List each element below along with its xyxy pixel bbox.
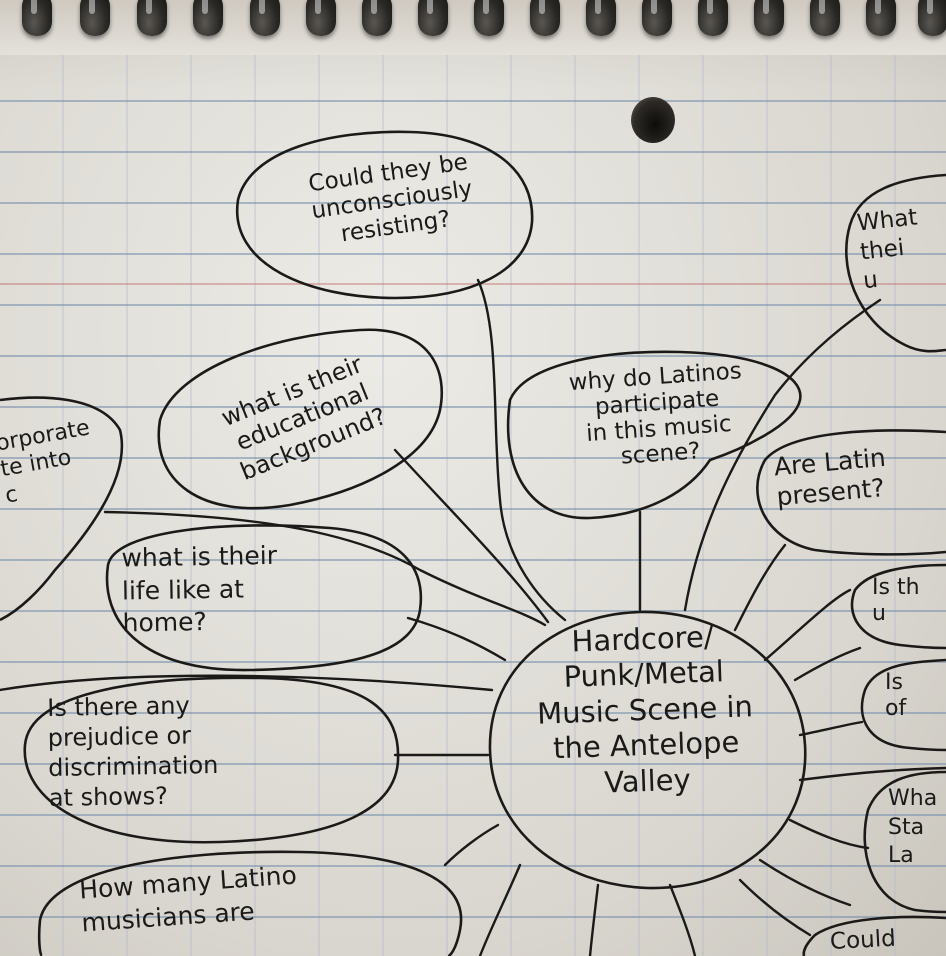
bubble-what-their-text: What thei u (855, 204, 919, 294)
bubble-is-of-text: Is of (885, 670, 907, 722)
spiral-coil (474, 0, 504, 36)
branch-line (683, 298, 882, 612)
branch-line (763, 588, 852, 662)
spiral-coil (250, 0, 280, 36)
spiral-coil (418, 0, 448, 36)
punch-hole (631, 97, 675, 143)
bubble-outline (850, 563, 946, 650)
bubble-outline (802, 915, 946, 956)
bubble-outline (863, 770, 946, 914)
spiral-coil (586, 0, 616, 36)
branch-line (668, 883, 697, 956)
bubble-is-th-text: Is th u (872, 575, 920, 627)
spiral-coil (642, 0, 672, 36)
spiral-coil (698, 0, 728, 36)
bubble-wha-sta-text: Wha Sta La (888, 786, 938, 869)
bubble-outline (235, 130, 534, 300)
branch-line (798, 766, 946, 782)
branch-line (588, 883, 600, 956)
spiral-coil (866, 0, 896, 36)
bubble-outline (23, 676, 400, 844)
bubble-life-at-home-text: what is their life like at home? (121, 540, 278, 638)
bubble-outline (105, 524, 423, 672)
bubble-outline (860, 658, 946, 752)
branch-line (476, 278, 567, 622)
spiral-coil (306, 0, 336, 36)
spiral-coil (22, 0, 52, 36)
bubble-outline (756, 429, 946, 556)
bubble-outline (845, 173, 946, 353)
bubble-outline (506, 350, 802, 520)
branch-line (733, 543, 787, 632)
spiral-coil (193, 0, 223, 36)
branch-line (103, 510, 547, 627)
branch-line (393, 448, 550, 624)
branch-line (793, 646, 862, 682)
bubble-outline (0, 396, 124, 622)
branch-line (788, 818, 870, 850)
branch-line (406, 616, 507, 662)
spiral-coil (918, 0, 946, 36)
branch-line (0, 674, 494, 692)
spiral-coil (137, 0, 167, 36)
spiral-coil (530, 0, 560, 36)
branch-line (798, 720, 864, 737)
spiral-coil (754, 0, 784, 36)
center-circle (488, 610, 807, 890)
bubble-why-participate-text: why do Latinos participate in this music… (567, 358, 743, 470)
branch-line (738, 878, 812, 937)
spiral-coil (810, 0, 840, 36)
branch-line (478, 863, 522, 956)
branch-line (443, 823, 500, 867)
spiral-coil (80, 0, 110, 36)
center-topic-text: Hardcore/ Punk/Metal Music Scene in the … (536, 619, 754, 799)
branch-line (758, 858, 852, 907)
margin-line (0, 283, 946, 285)
bubble-outline (157, 328, 444, 510)
bubble-prejudice-text: Is there any prejudice or discrimination… (46, 691, 219, 812)
spiral-coil (362, 0, 392, 36)
